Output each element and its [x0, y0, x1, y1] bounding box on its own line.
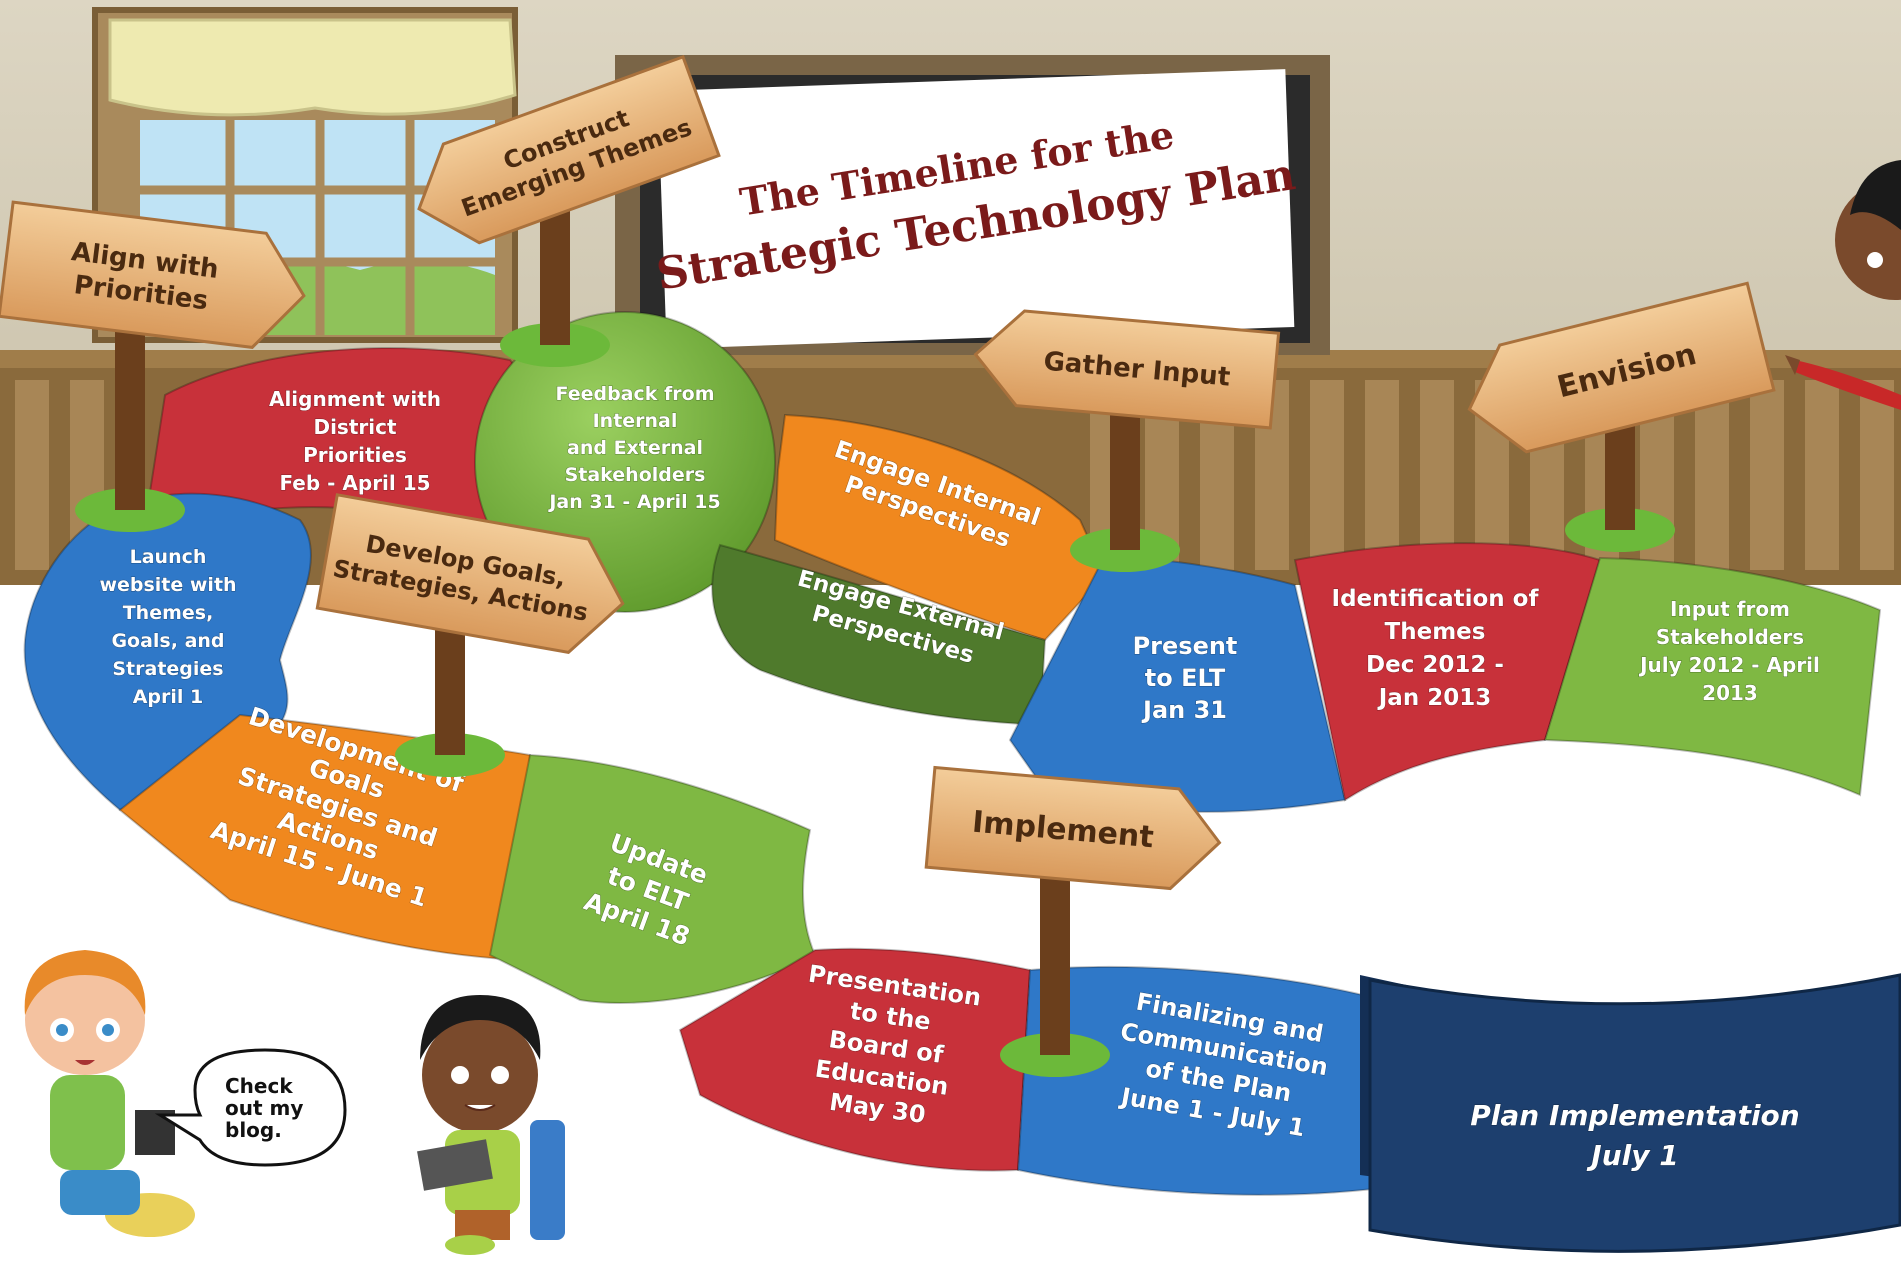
- segment-engage-external: [711, 543, 1047, 727]
- segment-text-line: Jan 31 - April 15: [547, 491, 720, 513]
- segment-text-line: and External: [567, 437, 703, 459]
- segment-text-line: Stakeholders: [565, 464, 706, 486]
- segment-text-line: Themes,: [123, 602, 214, 624]
- sign-board: [0, 200, 306, 349]
- signpost-envision: Envision: [1467, 281, 1776, 552]
- segment-text-line: Priorities: [303, 443, 407, 467]
- segment-text-line: 2013: [1702, 681, 1758, 705]
- speech-bubble: Check out my blog.: [154, 1048, 347, 1167]
- segment-text-line: Feedback from: [555, 383, 714, 405]
- segment-text-line: Stakeholders: [1656, 625, 1804, 649]
- signpost-implement: Implement: [924, 765, 1222, 1077]
- whiteboard: [615, 55, 1330, 355]
- woman-character-partial: [1785, 160, 1901, 410]
- plan-implementation-banner: Plan Implementation July 1: [1360, 973, 1901, 1253]
- segment-text-line: Alignment with: [269, 387, 441, 411]
- segment-text-line: Jan 31: [1141, 696, 1227, 724]
- segment-text-line: Internal: [593, 410, 678, 432]
- segment-update-elt: [488, 753, 817, 1004]
- segment-text-line: Present: [1133, 632, 1238, 660]
- segment-text-line: Launch: [130, 546, 207, 568]
- segment-text-line: Identification of: [1332, 586, 1540, 612]
- segment-text-line: Goals, and: [111, 630, 224, 652]
- segment-input-stakeholders: [1543, 556, 1882, 797]
- segment-text-line: Jan 2013: [1377, 685, 1491, 711]
- boy-character: [417, 995, 565, 1255]
- banner-date: July 1: [1586, 1139, 1678, 1172]
- segment-text-line: to ELT: [1145, 664, 1226, 692]
- girl-character: [24, 950, 195, 1237]
- sign-board: [315, 493, 625, 654]
- sign-board: [973, 309, 1281, 430]
- segment-label-present-elt: Present to ELT Jan 31: [1132, 632, 1238, 725]
- segment-text-line: District: [313, 415, 396, 439]
- segment-text-line: July 2012 - April: [1638, 653, 1820, 677]
- banner-label: Plan Implementation: [1470, 1099, 1799, 1132]
- sign-board: [417, 54, 721, 245]
- sign-board: [1467, 281, 1776, 454]
- segment-text-line: Dec 2012 -: [1366, 652, 1504, 678]
- segment-text-line: April 1: [133, 686, 204, 708]
- segment-text-line: Themes: [1385, 619, 1486, 645]
- bubble-line-1: Check: [225, 1074, 293, 1098]
- segment-text-line: Input from: [1670, 597, 1790, 621]
- segment-presentation-board: [678, 947, 1032, 1172]
- signpost-gather: Gather Input: [973, 309, 1281, 572]
- sign-board: [924, 765, 1222, 891]
- bubble-line-3: blog.: [225, 1118, 282, 1142]
- segment-text-line: Feb - April 15: [279, 471, 430, 495]
- signpost-develop: Develop Goals,Strategies, Actions: [315, 493, 625, 777]
- segment-text-line: website with: [99, 574, 236, 596]
- segment-text-line: Strategies: [112, 658, 223, 680]
- bubble-line-2: out my: [225, 1096, 303, 1120]
